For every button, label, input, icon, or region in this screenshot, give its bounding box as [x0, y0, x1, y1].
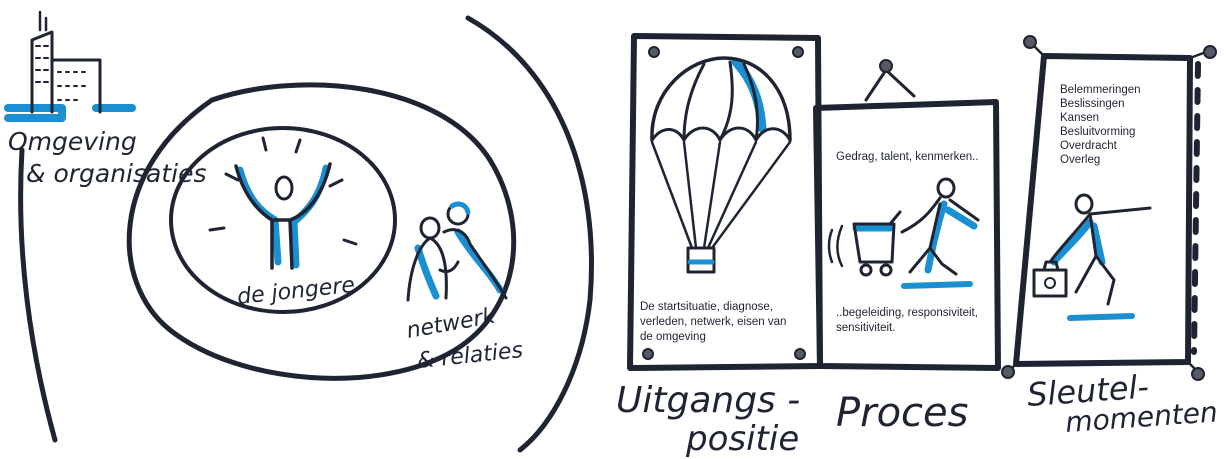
panel-2-hanger	[866, 70, 914, 100]
label-omgeving-line1: Omgeving	[8, 127, 137, 156]
parachute-icon	[652, 58, 790, 272]
panel-3-list-item-5: Overleg	[1060, 154, 1100, 166]
couple-icon	[408, 204, 506, 300]
walking-person-cart-icon	[829, 179, 978, 286]
label-omgeving-line2: & organisaties	[26, 159, 207, 188]
panel-1-title-line1: Uitgangs -	[616, 380, 800, 421]
panel-3-list-item-0: Belemmeringen	[1060, 84, 1141, 96]
cheering-person-icon	[210, 138, 356, 268]
label-netwerk-line1: netwerk	[405, 304, 499, 344]
outer-ring-right-arc	[468, 18, 591, 450]
panel-2-top-text: Gedrag, talent, kenmerken..	[836, 151, 979, 163]
panel-1-text-line1: De startsituatie, diagnose,	[640, 301, 773, 313]
panel-1-pin-tr	[793, 47, 803, 57]
label-de-jongere: de jongere	[236, 273, 356, 310]
building-icon	[8, 12, 132, 118]
panel-3-list-item-4: Overdracht	[1060, 140, 1118, 152]
panel-1-pin-tl	[649, 47, 659, 57]
panel-2-bottom-line1: ..begeleiding, responsiviteit,	[836, 307, 978, 319]
panel-3-dashed-edge	[1194, 64, 1198, 352]
context-rings	[21, 18, 592, 450]
person-briefcase-icon	[1034, 195, 1150, 318]
panel-1-pin-bl	[643, 349, 653, 359]
label-netwerk-line2: & relaties	[416, 338, 524, 374]
panel-3-pin-bl	[1002, 366, 1014, 378]
panel-3-list-item-2: Kansen	[1060, 112, 1099, 124]
panel-1-title-line2: positie	[685, 419, 799, 459]
panel-3-pin-tr	[1204, 46, 1216, 58]
panel-2-title: Proces	[836, 390, 968, 436]
panel-1-text-line2: verleden, netwerk, eisen van	[640, 316, 786, 328]
panel-3-list-item-3: Besluitvorming	[1060, 126, 1135, 138]
panel-3-pin-br	[1192, 368, 1204, 380]
panel-2-bottom-line2: sensitiviteit.	[836, 322, 895, 334]
panel-3-pin-tl	[1024, 36, 1036, 48]
panel-1-text-line3: de omgeving	[640, 331, 706, 343]
panel-2-pin	[880, 60, 892, 72]
outer-ring-left-arc	[21, 150, 55, 440]
panel-1-pin-br	[795, 349, 805, 359]
panel-3-list-item-1: Beslissingen	[1060, 98, 1125, 110]
